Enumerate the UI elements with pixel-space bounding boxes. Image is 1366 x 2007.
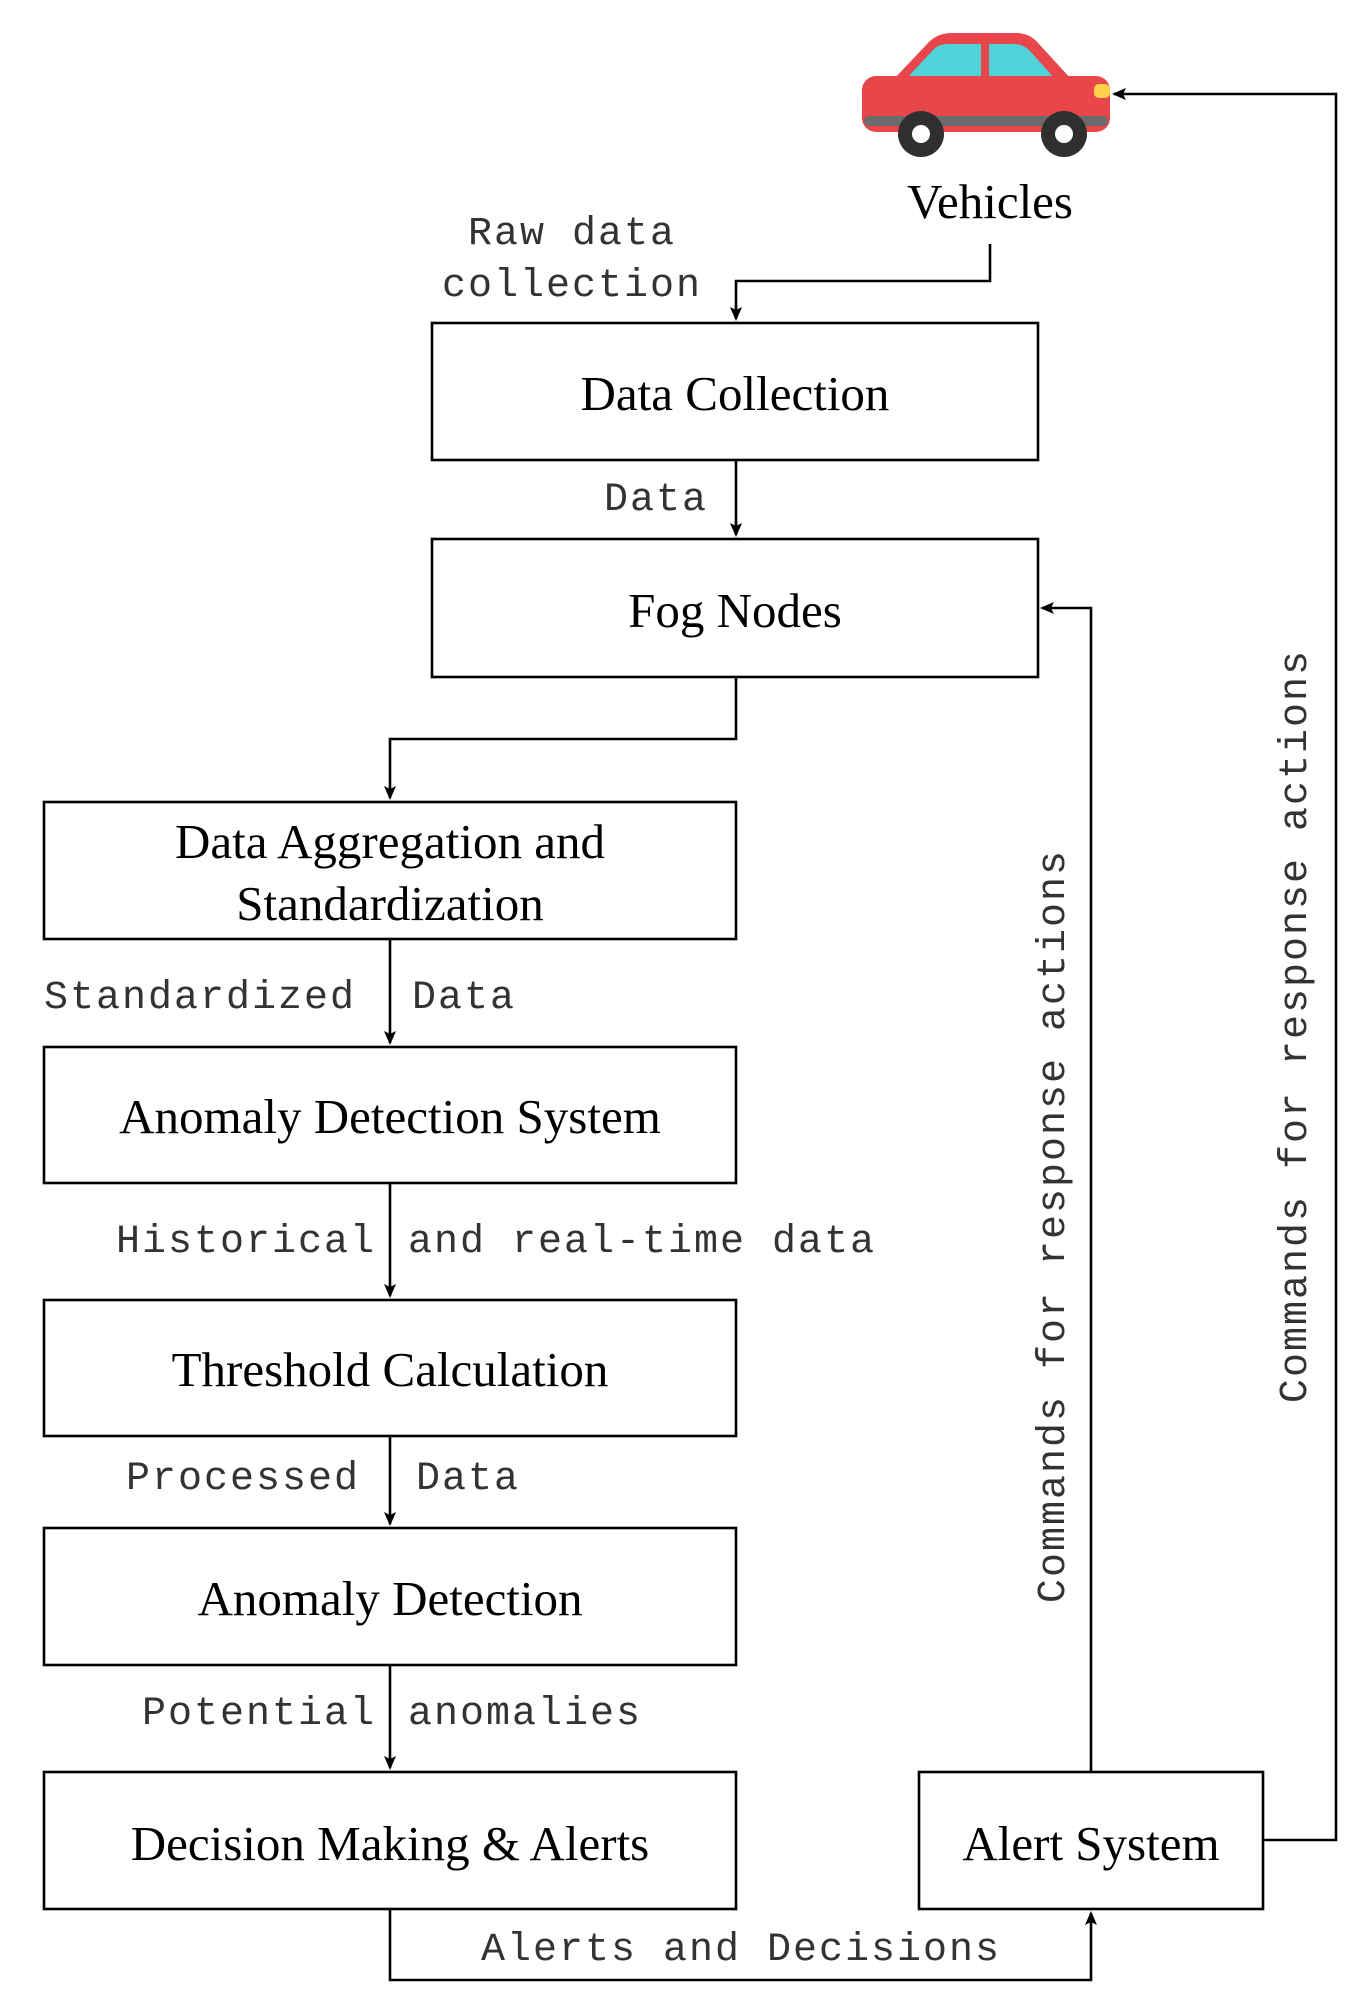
node-threshold-calculation: Threshold Calculation <box>42 1298 738 1438</box>
edge-label-raw-data-line1: Raw data <box>468 212 676 257</box>
edge-label-potential-left: Potential <box>142 1692 376 1737</box>
node-data-collection: Data Collection <box>430 321 1040 462</box>
node-anomaly-detection: Anomaly Detection <box>42 1526 738 1667</box>
car-headlight-shape <box>1094 84 1110 98</box>
edge-label-processed-right: Data <box>416 1457 520 1502</box>
node-decision-making: Decision Making & Alerts <box>42 1770 738 1911</box>
alert-system-label: Alert System <box>962 1816 1219 1871</box>
edge-label-historical-left: Historical <box>116 1220 376 1265</box>
fog-nodes-label: Fog Nodes <box>628 583 842 638</box>
arrow-fog-nodes-to-aggregation <box>384 677 738 800</box>
anomaly-detection-label: Anomaly Detection <box>197 1571 582 1626</box>
edge-label-historical-right: and real-time data <box>408 1220 876 1265</box>
arrow-decision-to-alert-system <box>388 1909 1097 1982</box>
decision-making-label: Decision Making & Alerts <box>131 1816 650 1871</box>
edge-label-processed-left: Processed <box>126 1457 360 1502</box>
edge-label-raw-data-line2: collection <box>442 264 702 309</box>
edge-label-potential-right: anomalies <box>408 1692 642 1737</box>
arrow-alert-system-to-vehicles <box>1112 88 1338 1842</box>
edge-label-commands-to-fog: Commands for response actions <box>1032 849 1077 1603</box>
arrow-vehicles-to-data-collection <box>730 244 992 321</box>
car-windshield-shape <box>905 44 981 80</box>
node-anomaly-detection-system: Anomaly Detection System <box>42 1045 738 1185</box>
node-alert-system: Alert System <box>917 1770 1265 1911</box>
anomaly-detection-system-label: Anomaly Detection System <box>119 1089 661 1144</box>
edge-label-data: Data <box>604 478 708 523</box>
threshold-calculation-label: Threshold Calculation <box>172 1342 609 1397</box>
data-collection-label: Data Collection <box>581 366 890 421</box>
arrow-alert-system-to-fog-nodes <box>1040 602 1093 1772</box>
edge-label-alerts-and-decisions: Alerts and Decisions <box>481 1928 1001 1973</box>
car-rear-window-shape <box>989 44 1056 80</box>
car-icon <box>862 33 1110 157</box>
vehicles-label: Vehicles <box>907 174 1073 229</box>
aggregation-label-line1: Data Aggregation and <box>175 814 605 869</box>
edge-label-standardized-left: Standardized <box>44 976 356 1021</box>
edge-label-commands-to-vehicles: Commands for response actions <box>1274 649 1319 1403</box>
node-fog-nodes: Fog Nodes <box>430 537 1040 679</box>
node-data-aggregation: Data Aggregation and Standardization <box>42 800 738 941</box>
edge-label-standardized-right: Data <box>412 976 516 1021</box>
aggregation-label-line2: Standardization <box>236 876 544 931</box>
